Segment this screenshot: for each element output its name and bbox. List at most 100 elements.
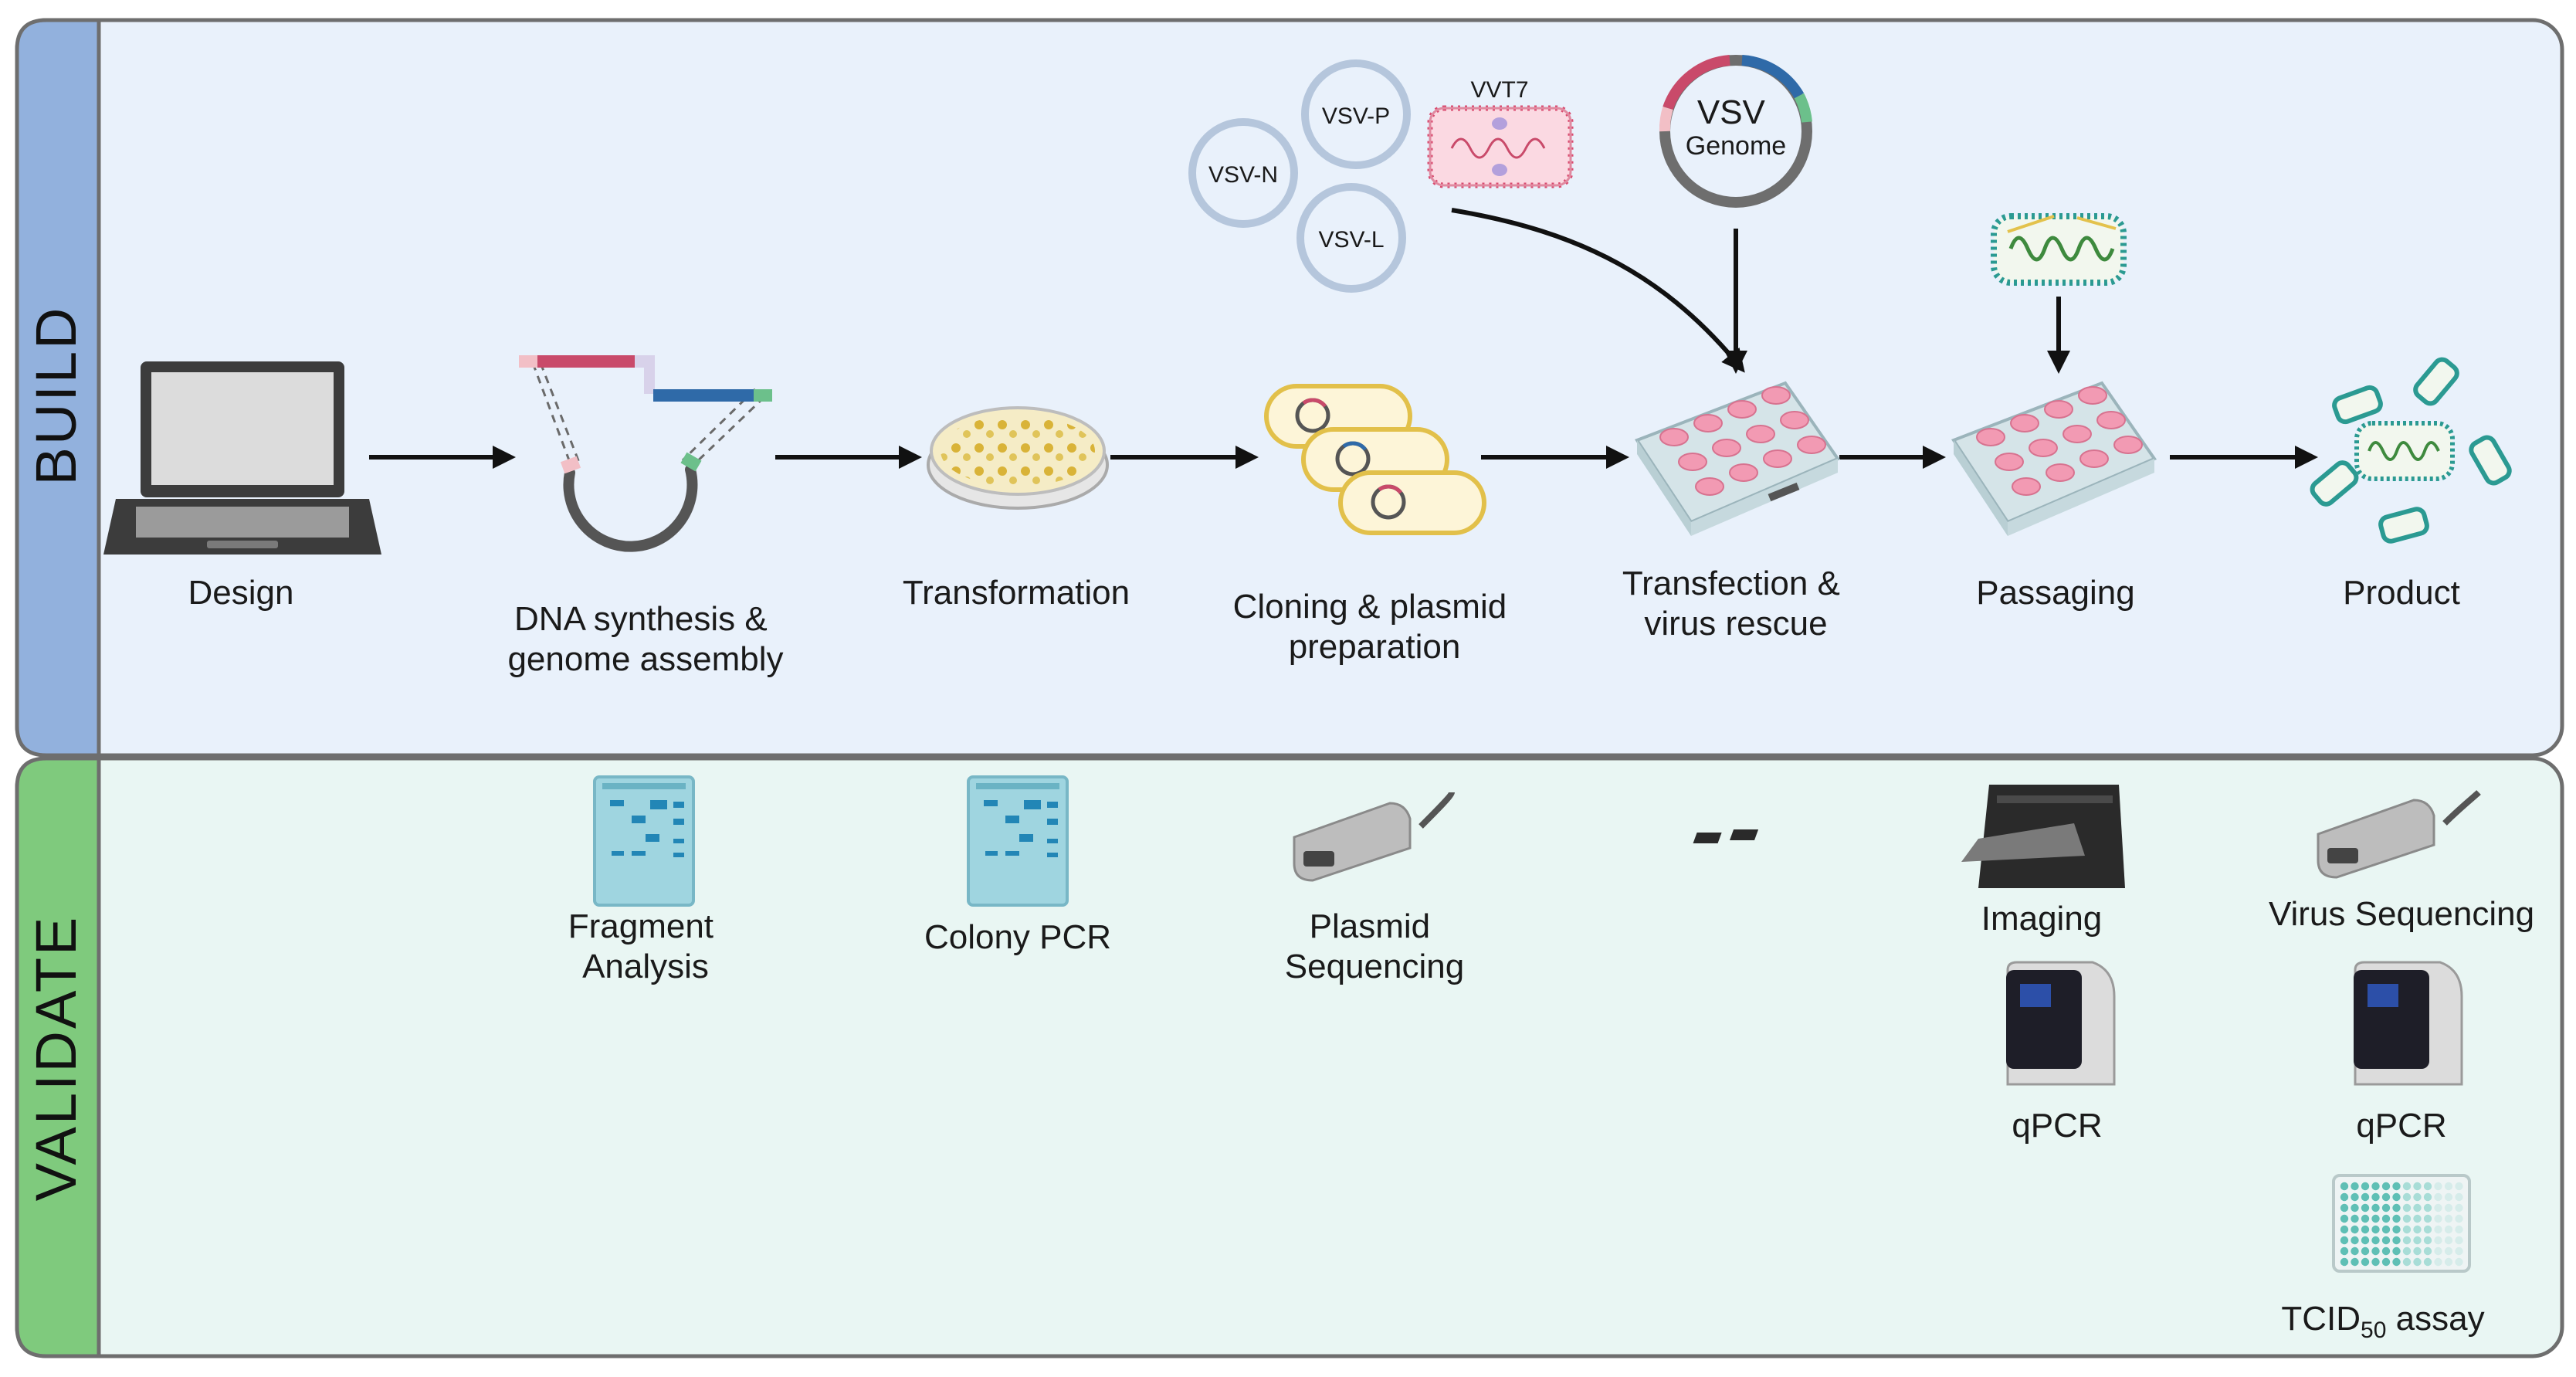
svg-text:qPCR: qPCR xyxy=(2012,1107,2102,1145)
plate-well xyxy=(2340,1257,2349,1267)
plate-well xyxy=(2361,1214,2370,1223)
plate-well xyxy=(2361,1246,2370,1256)
plate-well xyxy=(2371,1182,2380,1191)
plate-well xyxy=(2413,1257,2422,1267)
vvt7-cell-icon xyxy=(1427,105,1574,188)
plate-well xyxy=(2392,1246,2401,1256)
plate-well xyxy=(2434,1192,2442,1202)
svg-text:Virus Sequencing: Virus Sequencing xyxy=(2269,895,2534,933)
cloning-label-line1: Cloning & plasmid xyxy=(1233,588,1507,626)
plate-well xyxy=(2392,1182,2401,1191)
svg-text:qPCR: qPCR xyxy=(2356,1107,2446,1145)
plate-well xyxy=(2351,1236,2359,1245)
plate-well xyxy=(2381,1246,2391,1256)
plate-well xyxy=(2423,1236,2432,1245)
plate-well xyxy=(2371,1236,2380,1245)
plate-well xyxy=(2444,1192,2453,1202)
plate-well xyxy=(2402,1203,2412,1213)
plate-well xyxy=(2444,1225,2453,1234)
validate-section-label: VALIDATE xyxy=(24,915,88,1202)
plate-well xyxy=(2455,1236,2463,1245)
plate-well xyxy=(2455,1203,2463,1213)
svg-text:Transformation: Transformation xyxy=(903,574,1130,612)
plate-well xyxy=(2455,1214,2463,1223)
plate-well xyxy=(2423,1192,2432,1202)
plate-well xyxy=(2455,1192,2463,1202)
plate-well xyxy=(2351,1192,2359,1202)
imaging-label: Imaging xyxy=(1981,900,2103,938)
plate-well xyxy=(2340,1192,2349,1202)
bacteria-icon xyxy=(1264,384,1486,535)
svg-text:Product: Product xyxy=(2343,574,2460,612)
plate-well xyxy=(2434,1257,2442,1267)
plate-well xyxy=(2455,1182,2463,1191)
svg-text:Cloning & plasmid preparat: Cloning & plasmid preparation xyxy=(1233,588,1517,666)
plate-well xyxy=(2361,1182,2370,1191)
plate-well xyxy=(2371,1214,2380,1223)
plate-well xyxy=(2413,1225,2422,1234)
plate-well xyxy=(2351,1246,2359,1256)
helper-plasmid-vsv-n-icon xyxy=(1188,118,1298,228)
plate-well xyxy=(2340,1214,2349,1223)
svg-text:Plasmid Sequencing: Plasmid Sequencing xyxy=(1285,907,1464,985)
svg-text:VVT7: VVT7 xyxy=(1470,77,1528,103)
build-section-label: BUILD xyxy=(24,306,88,486)
plate-well xyxy=(2455,1257,2463,1267)
plate-well xyxy=(2434,1182,2442,1191)
plate-well xyxy=(2340,1225,2349,1234)
plate-well xyxy=(2392,1236,2401,1245)
plate-well xyxy=(2402,1225,2412,1234)
plate-well xyxy=(2402,1182,2412,1191)
plate-well xyxy=(2402,1257,2412,1267)
plate-well xyxy=(2434,1214,2442,1223)
plate-well xyxy=(2392,1225,2401,1234)
plate-well xyxy=(2413,1182,2422,1191)
plate-well xyxy=(2423,1203,2432,1213)
plate-well xyxy=(2402,1236,2412,1245)
plate-well xyxy=(2371,1192,2380,1202)
plate-well xyxy=(2381,1236,2391,1245)
qpcr-label-2: qPCR xyxy=(2356,1107,2446,1145)
flow-arrows xyxy=(369,208,2318,469)
vvt7-label: VVT7 xyxy=(1470,77,1528,103)
vsv-genome-plasmid-icon xyxy=(1659,55,1812,208)
plate-well xyxy=(2413,1246,2422,1256)
product-label: Product xyxy=(2343,574,2460,612)
plate-well xyxy=(2455,1246,2463,1256)
plate-well xyxy=(2371,1203,2380,1213)
svg-text:VSV-L: VSV-L xyxy=(1318,227,1384,253)
plate-well xyxy=(2381,1203,2391,1213)
svg-text:Fragment Analysis: Fragment Analysis xyxy=(568,907,724,985)
plate-well xyxy=(2340,1203,2349,1213)
plasmid-seq-label-line1: Plasmid xyxy=(1310,907,1431,945)
svg-text:DNA synthesis & genome ass: DNA synthesis & genome assembly xyxy=(507,600,783,678)
well-plate-passaging-icon xyxy=(1951,381,2157,536)
plate-well xyxy=(2413,1192,2422,1202)
plate-well xyxy=(2402,1246,2412,1256)
svg-text:TCID50 assay: TCID50 assay xyxy=(2281,1300,2484,1343)
cloning-label-line2: preparation xyxy=(1289,628,1461,666)
plate-well xyxy=(2392,1214,2401,1223)
svg-text:Imaging: Imaging xyxy=(1981,900,2103,938)
sequencer-plasmid-icon xyxy=(1293,791,1455,882)
svg-text:VSV-P: VSV-P xyxy=(1322,103,1390,129)
plate-well xyxy=(2392,1257,2401,1267)
plate-well xyxy=(2351,1214,2359,1223)
tcid-assay-label: assay xyxy=(2386,1300,2484,1338)
plate-well xyxy=(2444,1236,2453,1245)
plasmid-seq-label-line2: Sequencing xyxy=(1285,948,1464,985)
virus-seq-label: Virus Sequencing xyxy=(2269,895,2534,933)
virus-swarm-icon xyxy=(2310,357,2512,544)
genome-label-line2: Genome xyxy=(1686,131,1786,161)
qpcr-machine-2-icon xyxy=(2354,961,2463,1086)
vsv-p-label: VSV-P xyxy=(1322,103,1390,129)
colony-pcr-label: Colony PCR xyxy=(924,918,1111,956)
plate-well xyxy=(2361,1203,2370,1213)
passaging-label: Passaging xyxy=(1976,574,2134,612)
helper-plasmid-vsv-l-icon xyxy=(1296,183,1406,293)
svg-text:Transfection & virus rescu: Transfection & virus rescue xyxy=(1622,565,1849,643)
gel-fragment-icon xyxy=(593,775,695,907)
plate-well xyxy=(2361,1225,2370,1234)
plate-well xyxy=(2371,1225,2380,1234)
plate-well xyxy=(2423,1246,2432,1256)
